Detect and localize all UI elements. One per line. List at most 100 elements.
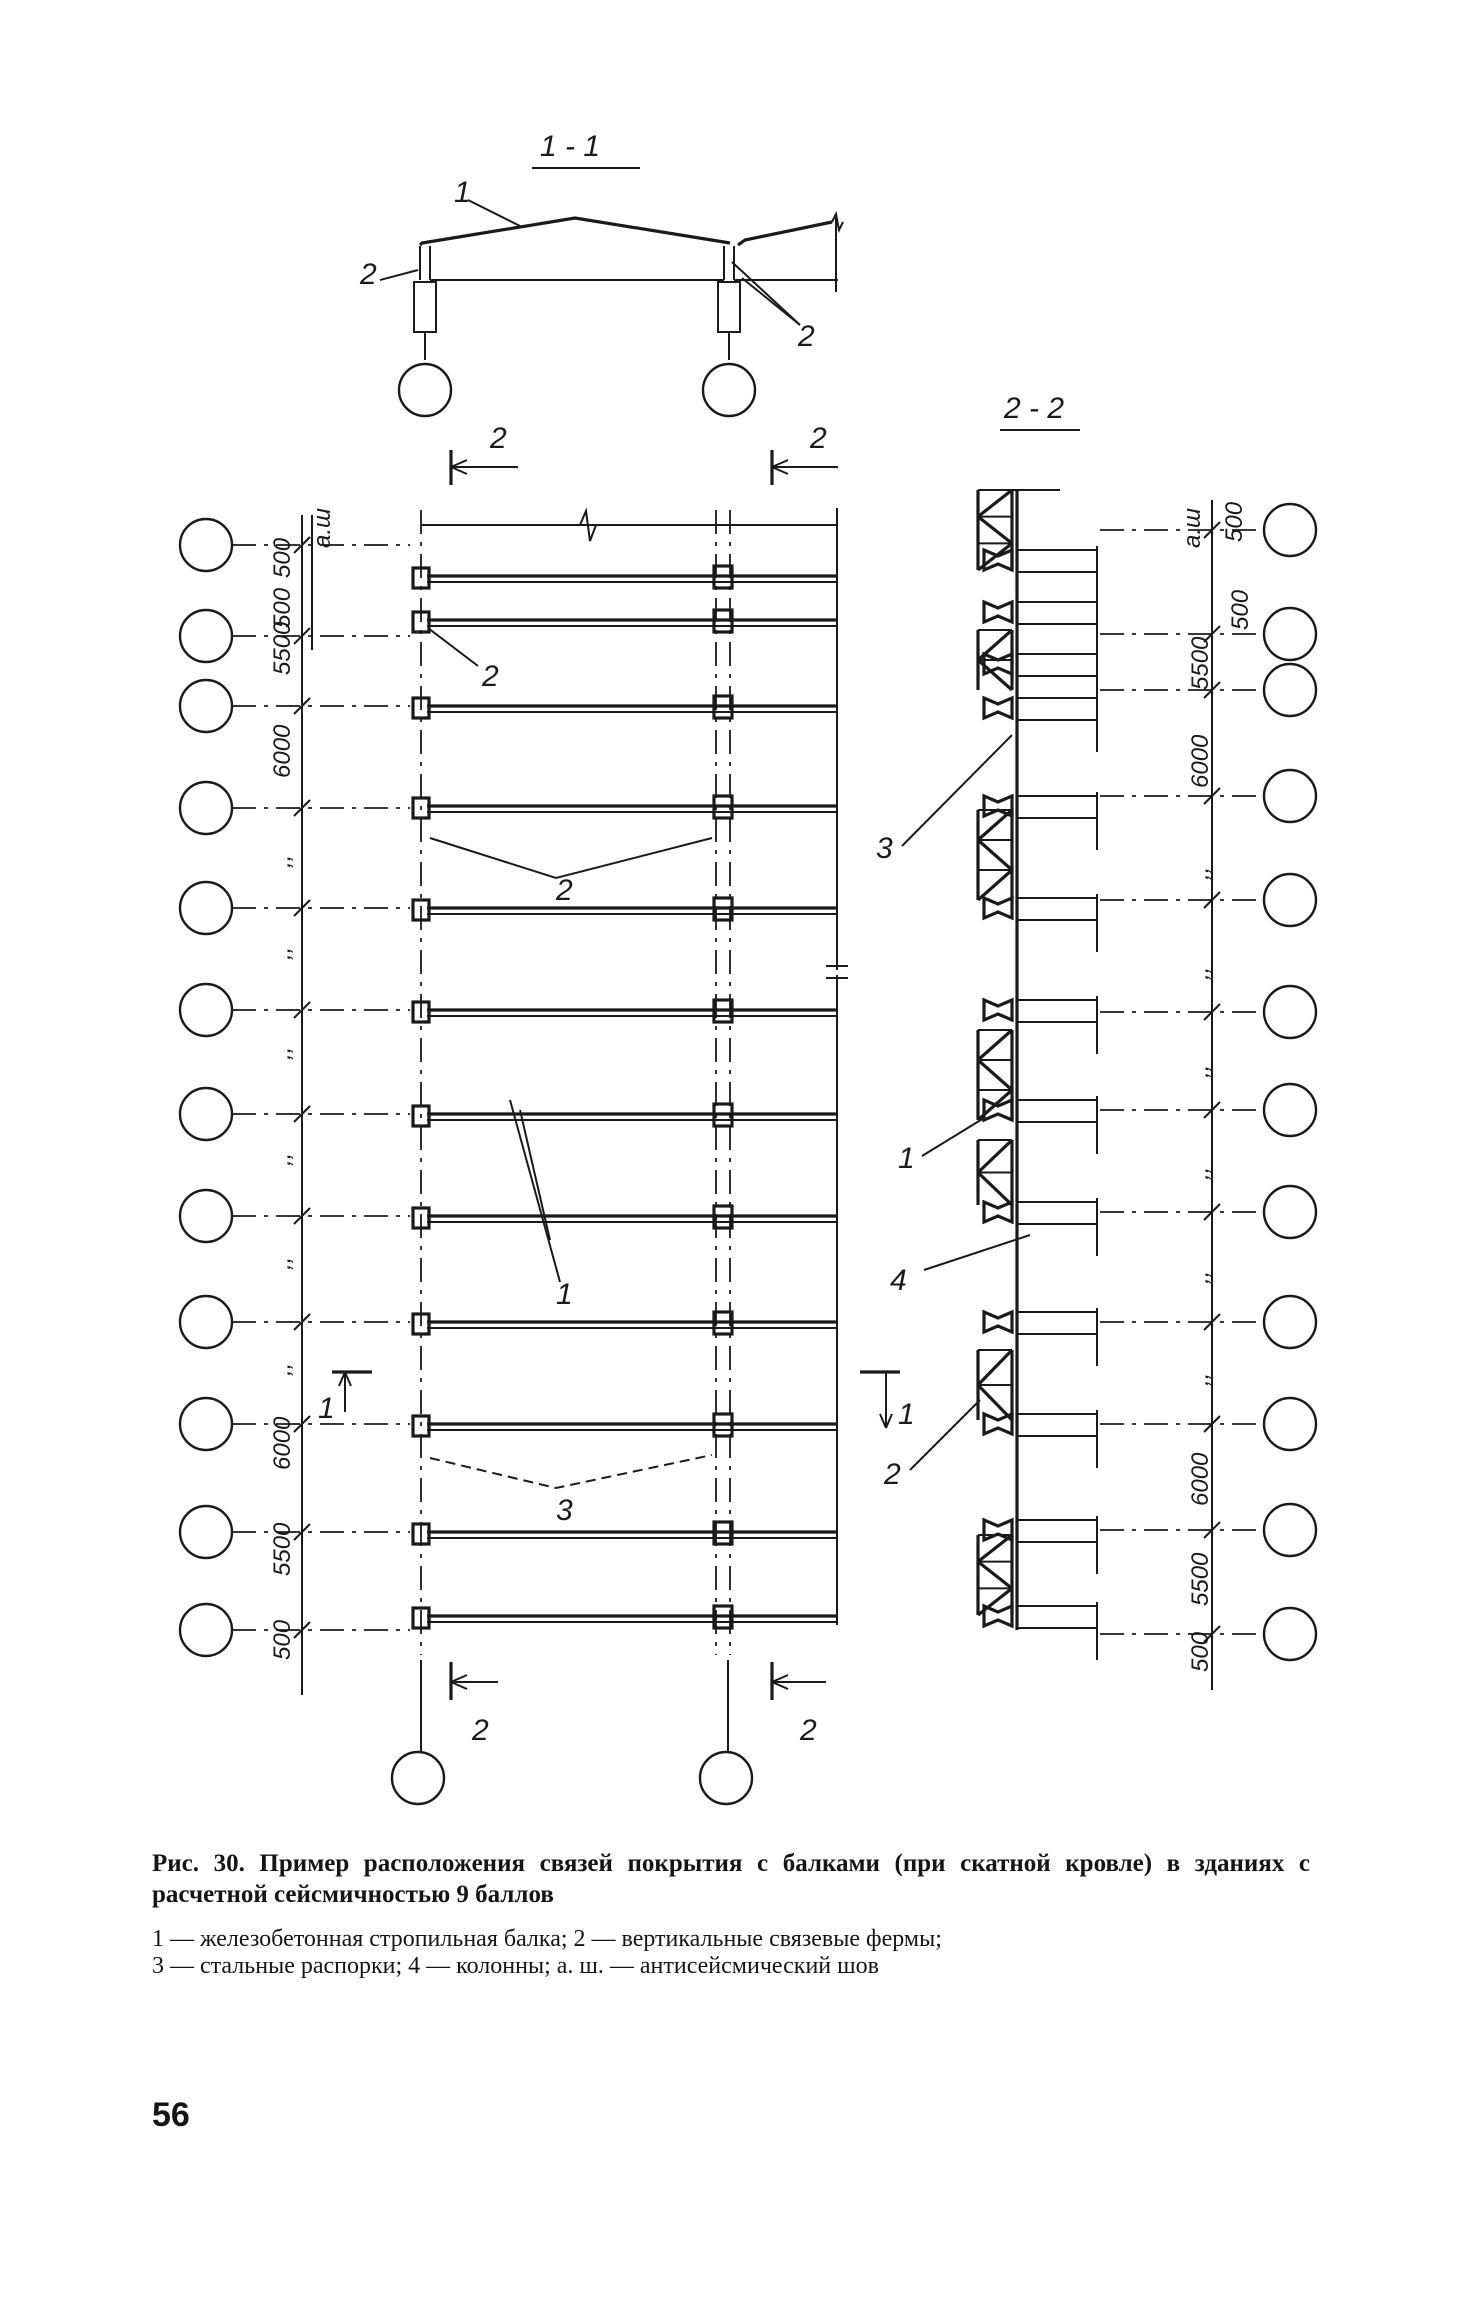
beam-support: [411, 1206, 431, 1230]
caption-title: Рис. 30. Пример расположения связей покр…: [152, 1850, 1310, 1908]
callout-mark: 1: [898, 1142, 915, 1175]
callout-leader: [921, 1117, 985, 1157]
beam-support: [411, 1606, 431, 1630]
truss-diagonal: [977, 515, 1013, 545]
mark-3: 3: [556, 1494, 573, 1527]
dimension-label: 6000: [1187, 1452, 1214, 1506]
beam-support: [411, 796, 431, 820]
dimension-tick: [293, 1523, 311, 1541]
beam-end: [982, 1309, 1014, 1335]
plan-view: 2 2 1 3: [411, 507, 848, 1655]
axis-bubble: [1262, 1396, 1318, 1452]
beam-end: [982, 793, 1014, 819]
callout-mark: 4: [890, 1264, 907, 1297]
section-1-1-label: 1 - 1: [540, 130, 600, 163]
dimension-label: 5500: [269, 1522, 296, 1576]
axis-bubble: [178, 1396, 234, 1452]
beam-section: [1016, 549, 1098, 573]
figure-caption: Рис. 30. Пример расположения связей покр…: [152, 1848, 1310, 1980]
dimension-label: ,,: [1187, 1167, 1214, 1180]
beam-support: [712, 1604, 734, 1630]
mark-2: 2: [555, 874, 573, 907]
beam-section: [1016, 795, 1098, 819]
mark-2: 2: [797, 320, 815, 353]
dimension-label: ,,: [269, 855, 296, 868]
dimension-label: ,,: [1187, 967, 1214, 980]
dimension-tick: [293, 627, 311, 645]
beam-end: [982, 651, 1014, 677]
beam-support: [712, 794, 734, 820]
axis-bubble: [178, 780, 234, 836]
dimension-label: 500: [269, 587, 296, 628]
dimension-tick: [293, 536, 311, 554]
mark-1: 1: [318, 1392, 335, 1425]
axis-bubble: [1262, 1082, 1318, 1138]
axis-bubble: [1262, 984, 1318, 1040]
beam-support: [712, 1102, 734, 1128]
beam-end: [982, 1603, 1014, 1629]
beam-support: [411, 1000, 431, 1024]
axis-bubble: [178, 1294, 234, 1350]
dimension-label: 6000: [269, 724, 296, 778]
vertical-truss: [976, 1138, 1014, 1207]
beam-support: [712, 608, 734, 634]
dimension-label: 6000: [269, 1416, 296, 1470]
truss-diagonal: [976, 1058, 1014, 1092]
beam-section: [1016, 1201, 1098, 1225]
beam-end: [982, 1097, 1014, 1123]
dimension-label: a.ш: [309, 508, 336, 548]
beam-end: [982, 599, 1014, 625]
mark-2: 2: [471, 1714, 489, 1747]
dimension-tick: [1203, 1313, 1221, 1331]
beam-support: [411, 566, 431, 590]
roof-beams: [411, 564, 838, 1630]
dimension-tick: [293, 1105, 311, 1123]
dimension-tick: [1203, 1101, 1221, 1119]
dimension-tick: [1203, 1203, 1221, 1221]
dimension-tick: [293, 1621, 311, 1639]
section-2-2-label: 2 - 2: [1003, 392, 1064, 425]
axis-bubble: [178, 1504, 234, 1560]
dimension-label: ,,: [269, 1257, 296, 1270]
truss-diagonal: [976, 868, 1014, 902]
axis-bubble: [1262, 502, 1318, 558]
beam-end: [982, 1411, 1014, 1437]
dimension-tick: [293, 1001, 311, 1019]
dimension-label: 500: [1227, 589, 1254, 630]
dimension-label: ,,: [269, 1363, 296, 1376]
dimension-tick: [1203, 787, 1221, 805]
beam-section: [1016, 1413, 1098, 1437]
dimension-label: 5500: [1187, 1552, 1214, 1606]
vertical-truss: [976, 1348, 1014, 1422]
beam-support: [712, 998, 734, 1024]
vertical-truss: [976, 1533, 1014, 1617]
mark-2: 2: [481, 660, 499, 693]
beam-end: [982, 1517, 1014, 1543]
beam-support: [411, 1104, 431, 1128]
beam-support: [411, 610, 431, 634]
dimension-label: 500: [1221, 501, 1248, 542]
beam-section: [1016, 653, 1098, 677]
dimension-tick: [1203, 1003, 1221, 1021]
dimension-label: 500: [1187, 1631, 1214, 1672]
dimension-label: ,,: [269, 1153, 296, 1166]
axis-bubble: [178, 1188, 234, 1244]
truss-diagonal: [976, 1138, 1014, 1174]
axis-bubble: [1262, 1294, 1318, 1350]
truss-diagonal: [976, 1383, 1014, 1422]
dimension-label: 500: [269, 1619, 296, 1660]
mark-2: 2: [799, 1714, 817, 1747]
axis-bubble: [178, 517, 234, 573]
mark-2: 2: [489, 422, 507, 455]
dimension-label: 500: [269, 537, 296, 578]
axis-bubble: [1262, 768, 1318, 824]
beam-support: [712, 694, 734, 720]
dimension-tick: [1203, 681, 1221, 699]
callout-leader: [923, 1234, 1031, 1271]
beam-section: [1016, 1605, 1098, 1629]
structural-drawing: .ln { stroke:#1a1a1a; fill:none; stroke-…: [178, 130, 1318, 1806]
mark-1: 1: [898, 1398, 915, 1431]
axis-bubble: [1262, 1502, 1318, 1558]
beam-support: [411, 1522, 431, 1546]
section-1-1: 1 - 1 1 2 2: [359, 130, 844, 418]
